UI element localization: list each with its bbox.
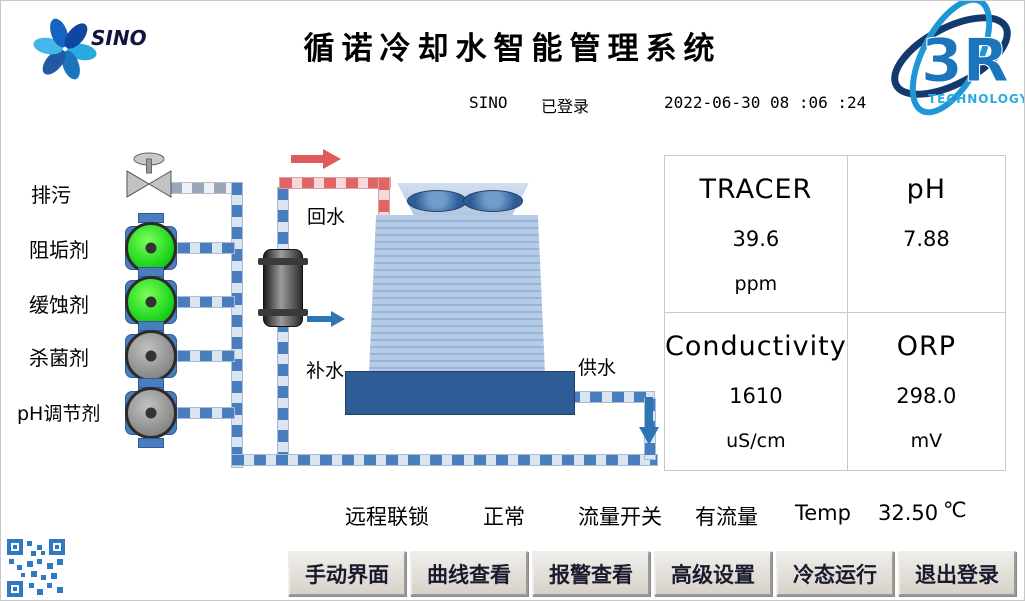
pump-body bbox=[125, 387, 177, 439]
reading-value: 1610 bbox=[729, 384, 783, 408]
advanced-settings-button[interactable]: 高级设置 bbox=[654, 551, 772, 596]
tower-fan-icon bbox=[463, 190, 523, 212]
flow-switch-value: 有流量 bbox=[695, 505, 758, 529]
reading-label: TRACER bbox=[699, 174, 813, 205]
reading-unit: mV bbox=[910, 430, 943, 452]
flow-arrow-supply-icon bbox=[639, 397, 659, 445]
button-bar: 手动界面 曲线查看 报警查看 高级设置 冷态运行 退出登录 bbox=[288, 551, 1016, 596]
cold-run-button[interactable]: 冷态运行 bbox=[776, 551, 894, 596]
curve-view-button[interactable]: 曲线查看 bbox=[410, 551, 528, 596]
pump-body bbox=[125, 276, 177, 328]
manual-screen-button[interactable]: 手动界面 bbox=[288, 551, 406, 596]
cooling-tower-basin bbox=[345, 371, 575, 415]
pump-body bbox=[125, 330, 177, 382]
temperature-label: Temp bbox=[795, 501, 851, 525]
3r-logo-text: 3R bbox=[921, 26, 1009, 96]
sino-logo: SINO bbox=[33, 18, 147, 80]
3r-orbit-icon bbox=[891, 1, 1011, 116]
filter-column-icon bbox=[258, 249, 308, 327]
reading-label: Conductivity bbox=[665, 331, 847, 362]
login-status: 已登录 bbox=[541, 97, 590, 116]
logout-button[interactable]: 退出登录 bbox=[898, 551, 1016, 596]
pump-scale-inhibitor bbox=[123, 213, 179, 283]
pipe-dosing-2 bbox=[177, 296, 235, 308]
tower-fan-icon bbox=[407, 190, 467, 212]
pipe-return-drop bbox=[378, 177, 390, 221]
interlock-label: 远程联锁 bbox=[345, 505, 429, 529]
3r-logo-subtext: TECHNOLOGY bbox=[928, 92, 1025, 106]
temperature-value: 32.50 bbox=[878, 501, 939, 525]
datetime: 2022-06-30 08 :06 :24 bbox=[664, 93, 867, 112]
reading-value: 39.6 bbox=[732, 227, 780, 251]
pipe-return-horizontal bbox=[279, 177, 391, 189]
reading-value: 298.0 bbox=[896, 384, 957, 408]
reading-value: 7.88 bbox=[902, 227, 950, 251]
label-blowdown: 排污 bbox=[31, 183, 71, 207]
label-scale-inhibitor: 阻垢剂 bbox=[29, 238, 89, 262]
sino-pinwheel-icon bbox=[33, 18, 97, 80]
3r-logo: 3R TECHNOLOGY bbox=[891, 1, 1025, 116]
label-corrosion-inhibitor: 缓蚀剂 bbox=[29, 293, 89, 317]
reading-ph: pH 7.88 bbox=[847, 156, 1005, 313]
pump-ph-adjuster bbox=[123, 378, 179, 448]
cooling-tower-body bbox=[369, 215, 545, 373]
reading-unit: uS/cm bbox=[726, 430, 786, 452]
qr-code-icon bbox=[7, 539, 65, 597]
flow-arrow-return-icon bbox=[291, 149, 341, 169]
sino-logo-text: SINO bbox=[91, 26, 147, 50]
pump-corrosion-inhibitor bbox=[123, 267, 179, 337]
reading-unit: ppm bbox=[734, 273, 778, 295]
temperature-unit: ℃ bbox=[943, 498, 967, 522]
blowdown-valve-icon bbox=[126, 152, 172, 198]
alarm-view-button[interactable]: 报警查看 bbox=[532, 551, 650, 596]
flow-switch-label: 流量开关 bbox=[578, 505, 662, 529]
label-ph-adjuster: pH调节剂 bbox=[17, 403, 101, 425]
page-title: 循诺冷却水智能管理系统 bbox=[303, 31, 722, 67]
reading-label: pH bbox=[906, 174, 947, 205]
pipe-dosing-4 bbox=[177, 407, 235, 419]
reading-tracer: TRACER 39.6 ppm bbox=[665, 156, 848, 313]
label-return-water: 回水 bbox=[307, 206, 346, 228]
flow-arrow-makeup-icon bbox=[307, 311, 345, 327]
reading-label: ORP bbox=[896, 331, 956, 362]
interlock-value: 正常 bbox=[483, 505, 525, 529]
pump-fitting bbox=[138, 438, 164, 448]
pipe-dosing-1 bbox=[177, 242, 235, 254]
logged-in-user: SINO bbox=[469, 93, 508, 112]
readings-panel: TRACER 39.6 ppm pH 7.88 Conductivity 161… bbox=[664, 155, 1006, 471]
reading-orp: ORP 298.0 mV bbox=[848, 313, 1005, 470]
reading-conductivity: Conductivity 1610 uS/cm bbox=[665, 313, 848, 470]
label-supply-water: 供水 bbox=[578, 357, 617, 379]
pipe-bottom-loop bbox=[231, 454, 658, 466]
label-biocide: 杀菌剂 bbox=[29, 346, 89, 370]
pipe-dosing-3 bbox=[177, 350, 235, 362]
pipe-main-vertical bbox=[231, 182, 243, 468]
label-makeup-water: 补水 bbox=[306, 360, 345, 382]
